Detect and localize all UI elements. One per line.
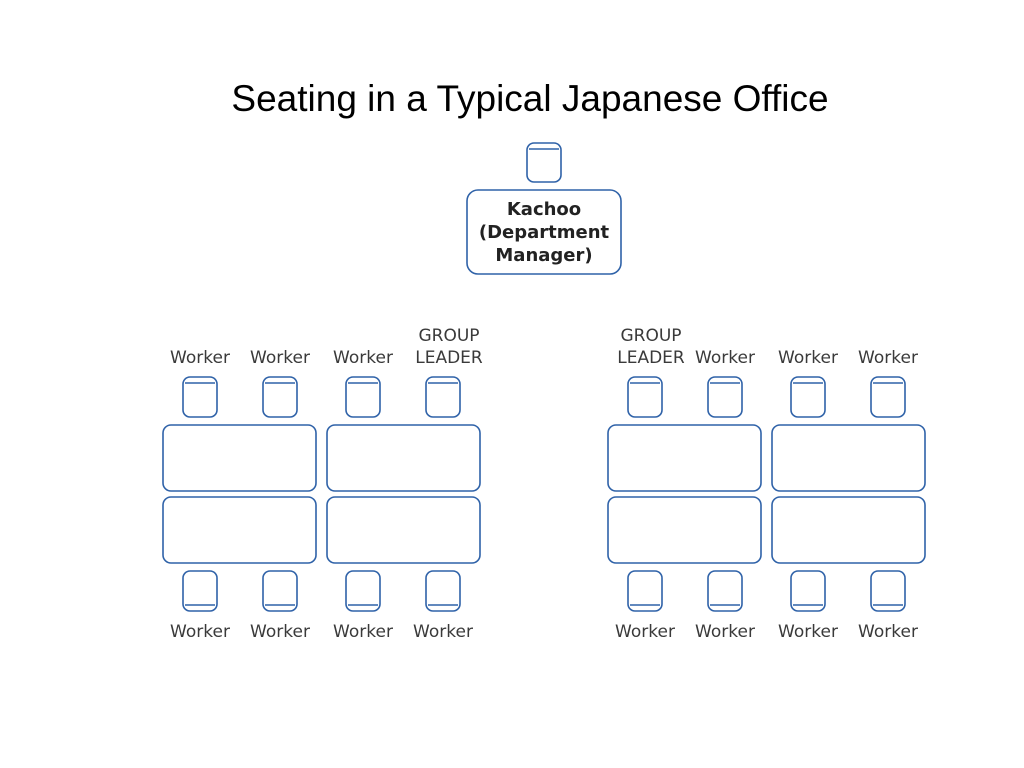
desk — [771, 424, 926, 492]
chair-bottom — [182, 570, 218, 612]
seat-label-bottom: Worker — [170, 622, 230, 642]
seat-label-bottom: Worker — [858, 622, 918, 642]
seat-label-top: Worker — [778, 348, 838, 368]
desk — [162, 496, 317, 564]
seat-label-bottom: Worker — [778, 622, 838, 642]
desk — [326, 424, 481, 492]
chair-top — [870, 376, 906, 418]
manager-label-line-3: Manager) — [495, 245, 592, 266]
manager-desk — [466, 189, 622, 275]
manager-chair — [526, 142, 562, 183]
seat-label-top: Worker — [695, 348, 755, 368]
page-title: Seating in a Typical Japanese Office — [231, 78, 829, 119]
chair-top — [262, 376, 298, 418]
chair-top — [345, 376, 381, 418]
chair-top — [425, 376, 461, 418]
seat-label-top: GROUP — [418, 326, 479, 346]
seat-label-bottom: Worker — [333, 622, 393, 642]
seat-label-top: Worker — [333, 348, 393, 368]
seat-label-top: Worker — [858, 348, 918, 368]
chair-bottom — [707, 570, 743, 612]
chair-bottom — [790, 570, 826, 612]
chair-top — [790, 376, 826, 418]
seat-label-bottom: Worker — [695, 622, 755, 642]
seat-label-bottom: Worker — [615, 622, 675, 642]
seat-label-bottom: Worker — [250, 622, 310, 642]
chair-bottom — [627, 570, 663, 612]
seat-label-top: LEADER — [617, 348, 685, 368]
manager-label-line-1: Kachoo — [507, 199, 581, 220]
chair-top — [707, 376, 743, 418]
chair-top — [627, 376, 663, 418]
desk — [771, 496, 926, 564]
chair-bottom — [345, 570, 381, 612]
chair-bottom — [425, 570, 461, 612]
chair-top — [182, 376, 218, 418]
manager-label-line-2: (Department — [479, 222, 610, 243]
seat-label-top: Worker — [250, 348, 310, 368]
seat-label-bottom: Worker — [413, 622, 473, 642]
seat-label-top: LEADER — [415, 348, 483, 368]
chair-bottom — [870, 570, 906, 612]
desk — [162, 424, 317, 492]
chair-bottom — [262, 570, 298, 612]
seat-label-top: GROUP — [620, 326, 681, 346]
desk — [326, 496, 481, 564]
desk — [607, 496, 762, 564]
desk — [607, 424, 762, 492]
seat-label-top: Worker — [170, 348, 230, 368]
